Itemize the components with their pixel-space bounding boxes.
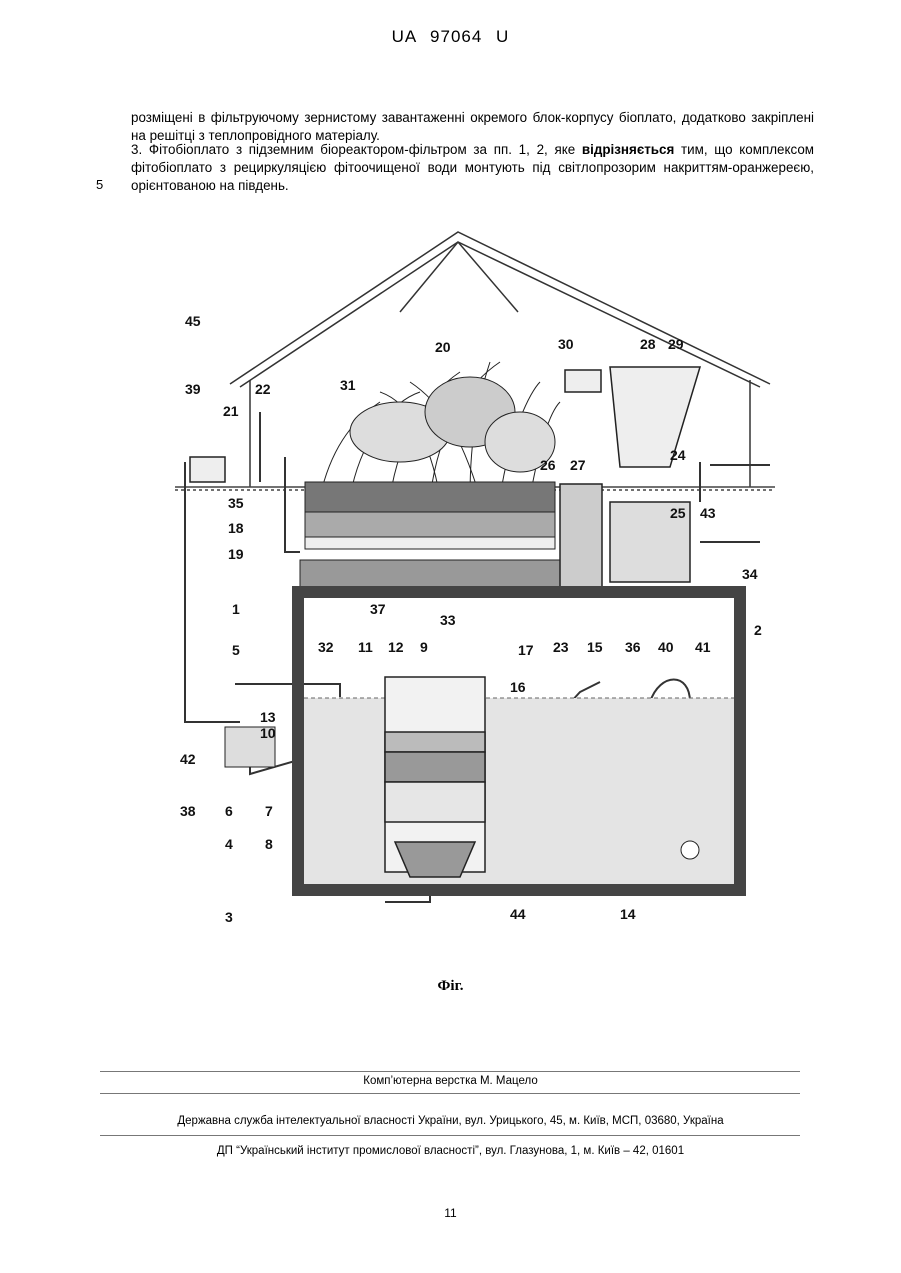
label-18: 18 [228, 520, 244, 536]
label-37: 37 [370, 601, 386, 617]
label-29: 29 [668, 336, 684, 352]
institute-address: ДП “Український інститут промислової вла… [0, 1145, 901, 1157]
label-23: 23 [553, 639, 569, 655]
page-number: 11 [0, 1206, 901, 1220]
label-3: 3 [225, 909, 233, 925]
label-41: 41 [695, 639, 711, 655]
label-45: 45 [185, 313, 201, 329]
bioreactor-filter [385, 677, 485, 877]
label-43: 43 [700, 505, 716, 521]
label-35: 35 [228, 495, 244, 511]
claims-paragraph-2: 3. Фітобіоплато з підземним біореактором… [131, 141, 814, 195]
line-number: 5 [96, 177, 103, 192]
patent-figure: 45 20 30 28 29 39 31 21 22 26 27 24 25 4… [140, 222, 780, 962]
plants [320, 362, 560, 497]
label-6: 6 [225, 803, 233, 819]
footer-rule-3 [100, 1135, 800, 1136]
agency-address: Державна служба інтелектуальної власност… [0, 1115, 901, 1127]
footer-rule-2 [100, 1093, 800, 1094]
label-39: 39 [185, 381, 201, 397]
label-19: 19 [228, 546, 244, 562]
label-38: 38 [180, 803, 196, 819]
label-8: 8 [265, 836, 273, 852]
claim-3-text: 3. Фітобіоплато з підземним біореактором… [131, 142, 575, 157]
label-2: 2 [754, 622, 762, 638]
label-27: 27 [570, 457, 586, 473]
label-36: 36 [625, 639, 641, 655]
label-24: 24 [670, 447, 686, 463]
label-32: 32 [318, 639, 334, 655]
label-34: 34 [742, 566, 758, 582]
label-12: 12 [388, 639, 404, 655]
label-25: 25 [670, 505, 686, 521]
label-26: 26 [540, 457, 556, 473]
label-20: 20 [435, 339, 451, 355]
label-15: 15 [587, 639, 603, 655]
label-7: 7 [265, 803, 273, 819]
footer-rule-1 [100, 1071, 800, 1072]
underground-reservoir [298, 592, 740, 890]
label-33: 33 [440, 612, 456, 628]
bioplato-bed [300, 482, 570, 590]
label-28: 28 [640, 336, 656, 352]
pump-icon [681, 841, 699, 859]
label-11: 11 [358, 639, 373, 655]
label-42: 42 [180, 751, 196, 767]
label-9: 9 [420, 639, 428, 655]
label-16: 16 [510, 679, 526, 695]
label-10: 10 [260, 725, 276, 741]
label-44: 44 [510, 906, 526, 922]
label-30: 30 [558, 336, 574, 352]
claims-paragraph-1: розміщені в фільтруючому зернистому зава… [131, 109, 814, 145]
label-13: 13 [260, 709, 276, 725]
patent-number: UA 97064 U [0, 27, 901, 47]
label-21: 21 [223, 403, 239, 419]
label-40: 40 [658, 639, 674, 655]
label-14: 14 [620, 906, 636, 922]
label-4: 4 [225, 836, 233, 852]
claim-3-keyword: відрізняється [582, 142, 674, 157]
label-5: 5 [232, 642, 240, 658]
typesetting-credit: Комп’ютерна верстка М. Мацело [0, 1075, 901, 1087]
figure-caption: Фіг. [0, 978, 901, 995]
label-22: 22 [255, 381, 271, 397]
label-31: 31 [340, 377, 356, 393]
label-1: 1 [232, 601, 240, 617]
label-17: 17 [518, 642, 534, 658]
